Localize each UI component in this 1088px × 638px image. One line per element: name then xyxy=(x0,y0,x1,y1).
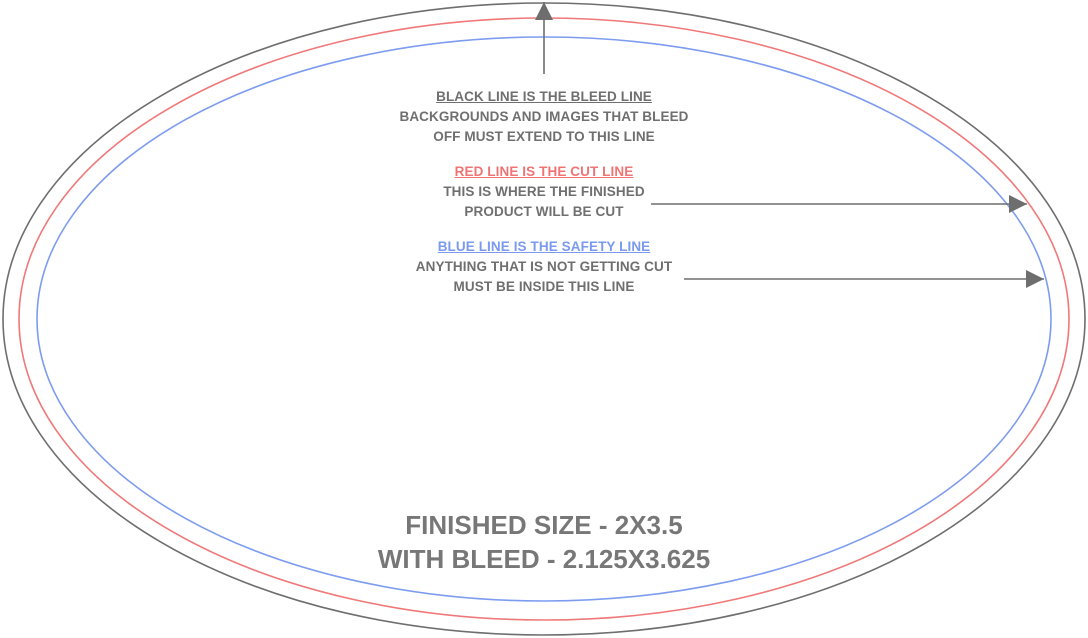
cut-line-text-2: PRODUCT WILL BE CUT xyxy=(464,204,624,219)
safety-line-text-2: MUST BE INSIDE THIS LINE xyxy=(453,279,635,294)
cut-line-text-1: THIS IS WHERE THE FINISHED xyxy=(443,184,645,199)
cut-line-note: RED LINE IS THE CUT LINE THIS IS WHERE T… xyxy=(344,162,744,222)
safety-line-note: BLUE LINE IS THE SAFETY LINE ANYTHING TH… xyxy=(344,237,744,297)
bleed-line-text-2: OFF MUST EXTEND TO THIS LINE xyxy=(433,129,655,144)
bleed-size: WITH BLEED - 2.125X3.625 xyxy=(377,544,711,574)
safety-line-text-1: ANYTHING THAT IS NOT GETTING CUT xyxy=(415,259,673,274)
bleed-line-text-1: BACKGROUNDS AND IMAGES THAT BLEED xyxy=(399,109,689,124)
cut-line-heading: RED LINE IS THE CUT LINE xyxy=(454,164,634,179)
finished-size: FINISHED SIZE - 2X3.5 xyxy=(405,510,683,540)
safety-line-heading: BLUE LINE IS THE SAFETY LINE xyxy=(437,239,651,254)
size-info: FINISHED SIZE - 2X3.5 WITH BLEED - 2.125… xyxy=(294,508,794,576)
bleed-line-note: BLACK LINE IS THE BLEED LINE BACKGROUNDS… xyxy=(344,87,744,147)
bleed-line-heading: BLACK LINE IS THE BLEED LINE xyxy=(436,89,652,104)
